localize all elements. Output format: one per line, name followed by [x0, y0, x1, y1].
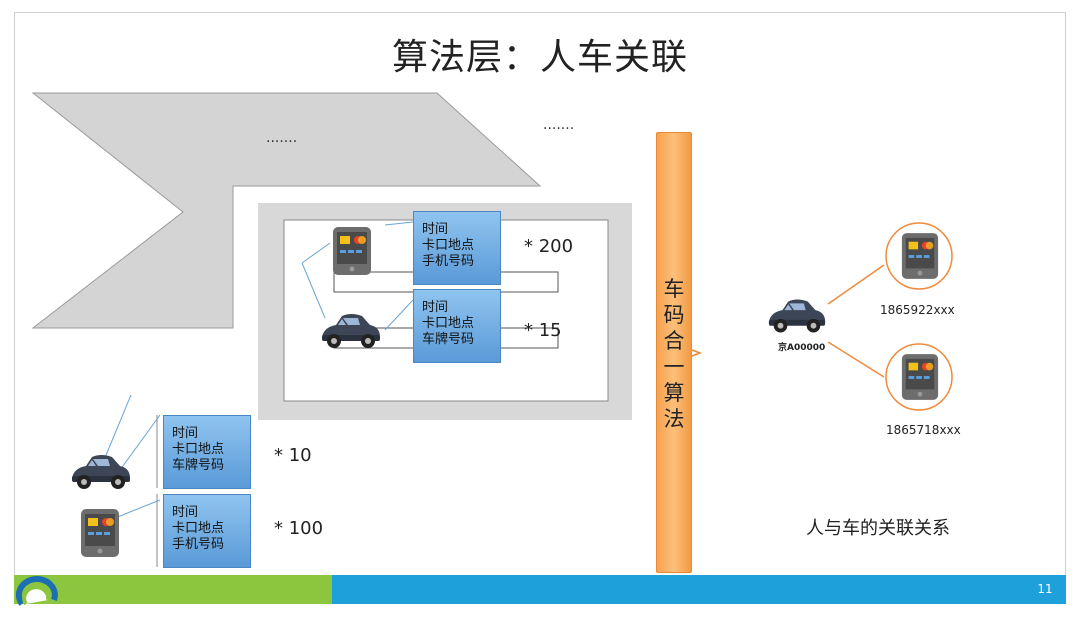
phone-icon — [81, 509, 119, 557]
record-line: 手机号码 — [422, 254, 475, 269]
record-line: 时间 — [422, 222, 449, 237]
record-line: 卡口地点 — [172, 442, 225, 457]
record-line: 手机号码 — [172, 537, 225, 552]
ellipsis-right: ....... — [543, 117, 575, 133]
ellipsis-left: ....... — [266, 130, 298, 146]
association-line-2 — [827, 341, 885, 378]
algorithm-label: 车 码 合 一 算 法 — [663, 277, 685, 431]
connector — [384, 221, 414, 226]
count-phone-bottom: * 100 — [274, 518, 324, 539]
road-shape — [31, 92, 542, 329]
footer-green-band — [14, 575, 332, 604]
plate-label: 京A00000 — [778, 343, 826, 353]
record-line: 卡口地点 — [422, 316, 475, 331]
algorithm-bar — [656, 132, 692, 573]
record-box-phone-top: 时间 卡口地点 手机号码 — [413, 211, 501, 285]
record-line: 卡口地点 — [422, 238, 475, 253]
page-number: 11 — [1037, 582, 1053, 596]
connector — [301, 262, 326, 319]
slide-title: 算法层：人车关联 — [391, 37, 688, 78]
car-icon — [72, 455, 130, 489]
association-line-1 — [827, 264, 885, 305]
record-box-car-bottom: 时间 卡口地点 车牌号码 — [163, 415, 251, 489]
connector — [103, 394, 132, 461]
record-box-car-top: 时间 卡口地点 车牌号码 — [413, 289, 501, 363]
bar-pointer — [691, 349, 703, 357]
record-line: 卡口地点 — [172, 521, 225, 536]
logo-icon — [15, 576, 58, 606]
record-line: 时间 — [422, 300, 449, 315]
phone-icon — [333, 227, 371, 275]
phone-icon — [901, 233, 939, 279]
phone-number-2: 1865718xxx — [886, 423, 961, 437]
phone-icon — [901, 354, 939, 400]
phone-number-1: 1865922xxx — [880, 303, 955, 317]
count-car-top: * 15 — [524, 320, 562, 341]
record-line: 时间 — [172, 505, 199, 520]
connector — [119, 414, 161, 471]
car-icon — [322, 314, 380, 348]
record-box-phone-bottom: 时间 卡口地点 手机号码 — [163, 494, 251, 568]
count-car-bottom: * 10 — [274, 445, 312, 466]
connector — [301, 242, 331, 264]
footer-blue-band — [332, 575, 1066, 604]
count-phone-top: * 200 — [524, 236, 574, 257]
record-line: 时间 — [172, 426, 199, 441]
association-caption: 人与车的关联关系 — [806, 518, 950, 539]
car-icon — [768, 299, 826, 333]
record-line: 车牌号码 — [422, 332, 475, 347]
record-line: 车牌号码 — [172, 458, 225, 473]
connector — [384, 299, 414, 331]
